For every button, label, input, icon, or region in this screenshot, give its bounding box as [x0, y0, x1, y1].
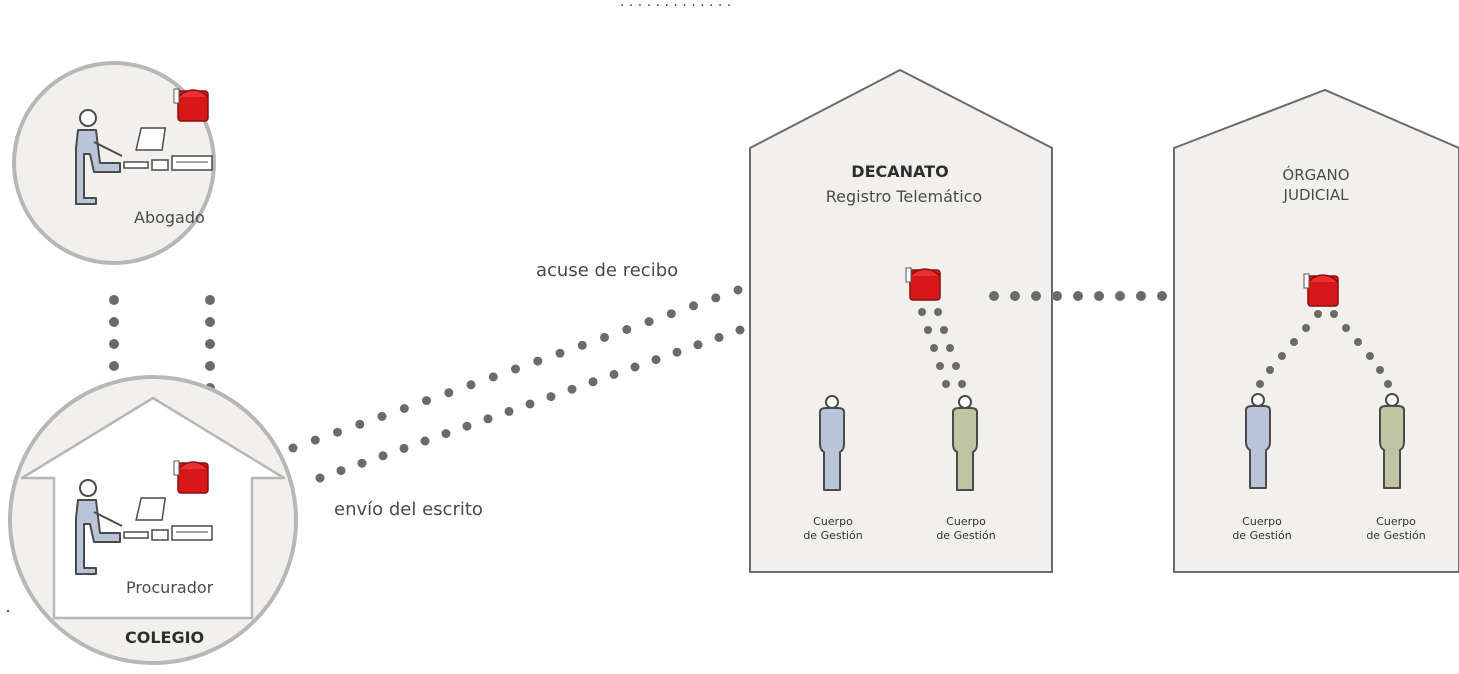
connection-dot: [555, 348, 565, 358]
organo-person1-line1: Cuerpo: [1242, 515, 1282, 528]
organo-judicial-building: ÓRGANO JUDICIAL Cuerpo de Gestión Cuerpo…: [1173, 88, 1459, 573]
connection-dot: [689, 301, 698, 311]
connection-dot: [488, 372, 498, 382]
decanato-title: DECANATO: [851, 162, 948, 181]
person-at-computer-icon: [75, 479, 213, 575]
connection-dot: [420, 436, 430, 446]
connection-dot: [546, 392, 556, 402]
connection-dot: [333, 427, 342, 437]
colegio-label: COLEGIO: [125, 628, 204, 647]
connection-dot: [672, 347, 682, 357]
organo-title-line2: JUDICIAL: [1283, 186, 1350, 204]
colegio-node: Procurador COLEGIO: [8, 375, 298, 665]
connection-dot: [441, 429, 451, 439]
connection-dot: [315, 473, 325, 483]
decanato-person1-line1: Cuerpo: [813, 515, 853, 528]
connection-dot: [735, 325, 745, 335]
organo-person2-line1: Cuerpo: [1376, 515, 1416, 528]
header-fragment: · · · · · · · · · · · · ·: [620, 0, 731, 14]
connection-dot: [644, 317, 654, 327]
connection-dot: [504, 406, 514, 416]
speck: [6, 609, 10, 613]
acuse-de-recibo-label: acuse de recibo: [536, 260, 678, 281]
decanato-person2-line1: Cuerpo: [946, 515, 986, 528]
connection-dot: [525, 399, 535, 409]
decanato-outline: [749, 68, 1053, 573]
organo-person1-line2: de Gestión: [1232, 529, 1291, 542]
connection-dot: [399, 443, 409, 453]
decanato-person1-line2: de Gestión: [803, 529, 862, 542]
connection-dot: [666, 309, 676, 319]
connection-dot: [651, 355, 661, 365]
connection-dot: [288, 443, 298, 453]
procurador-label: Procurador: [126, 578, 214, 597]
connection-dot: [609, 369, 619, 379]
connection-dot: [567, 384, 577, 394]
decanato-person2-line2: de Gestión: [936, 529, 995, 542]
connection-dot: [466, 380, 476, 390]
abogado-label: Abogado: [134, 208, 205, 227]
organo-internal-links: [1256, 310, 1392, 388]
connection-dot: [711, 293, 721, 303]
colegio-decanato-links: [288, 285, 745, 483]
connection-dot: [399, 404, 409, 413]
decanato-internal-links: [918, 308, 966, 388]
connection-dot: [600, 332, 609, 342]
connection-dot: [733, 285, 743, 295]
connection-dot: [533, 356, 543, 366]
connection-dot: [357, 458, 367, 468]
connection-dot: [483, 414, 493, 424]
connection-dot: [693, 340, 703, 350]
organo-person2-line2: de Gestión: [1366, 529, 1425, 542]
person-icon: [1245, 393, 1271, 489]
abogado-node: Abogado: [12, 61, 216, 265]
connection-dot: [422, 396, 431, 406]
person-at-computer-icon: [75, 109, 213, 205]
person-icon: [1379, 393, 1405, 489]
mailbox-icon: [905, 267, 941, 301]
connection-dot: [336, 466, 346, 476]
connection-dot: [588, 377, 598, 387]
mailbox-icon: [173, 88, 209, 122]
connection-dot: [630, 362, 640, 372]
connection-dot: [622, 325, 632, 334]
connection-dot: [714, 332, 724, 342]
connection-dot: [355, 419, 365, 429]
connection-dot: [310, 435, 320, 445]
connection-dot: [511, 364, 520, 374]
organo-outline: [1173, 88, 1459, 573]
mailbox-icon: [1303, 273, 1339, 307]
connection-dot: [378, 451, 388, 461]
connection-dot: [444, 388, 454, 398]
connection-dot: [577, 340, 587, 350]
connection-dot: [377, 411, 387, 421]
person-icon: [819, 395, 845, 491]
envio-del-escrito-label: envío del escrito: [334, 499, 483, 520]
connection-dot: [462, 421, 472, 431]
organo-title-line1: ÓRGANO: [1282, 165, 1349, 184]
person-icon: [952, 395, 978, 491]
mailbox-icon: [173, 460, 209, 494]
decanato-building: DECANATO Registro Telemático Cuerpo de G…: [749, 68, 1053, 573]
decanato-subtitle: Registro Telemático: [826, 187, 982, 206]
